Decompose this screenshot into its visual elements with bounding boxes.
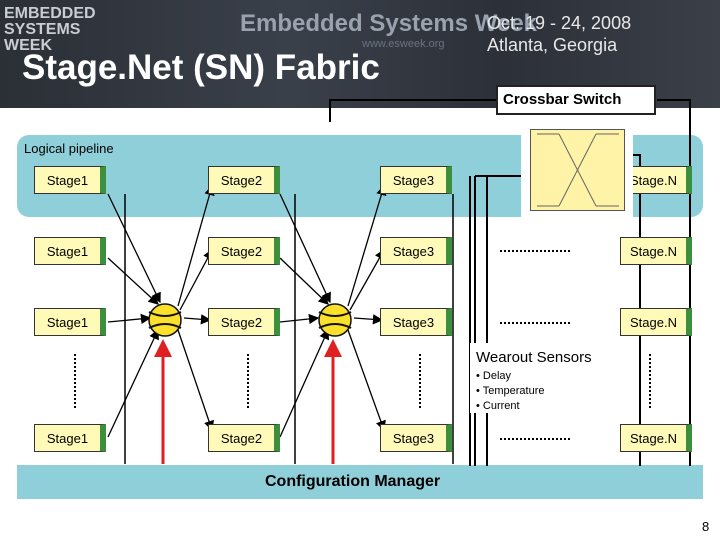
crossbar-link bbox=[329, 99, 497, 122]
link-line bbox=[279, 313, 320, 325]
page-number: 8 bbox=[702, 519, 710, 534]
crossbar-icon bbox=[537, 133, 619, 207]
stage-box: Stage2 bbox=[208, 166, 280, 194]
sensor-item: • Temperature bbox=[476, 385, 545, 397]
stage-box: Stage3 bbox=[380, 424, 452, 452]
sensor-item-label: Current bbox=[482, 400, 520, 412]
crossbar-links bbox=[329, 99, 691, 466]
logo-line: WEEK bbox=[4, 37, 52, 54]
monitor-links bbox=[124, 194, 454, 464]
link-line bbox=[347, 329, 386, 432]
stage-box: Stage.N bbox=[620, 237, 692, 265]
sensor-item: • Current bbox=[476, 400, 520, 412]
logical-pipeline-label: Logical pipeline bbox=[24, 141, 114, 156]
link-line bbox=[177, 184, 215, 307]
logo-line: SYSTEMS bbox=[4, 21, 81, 38]
crossbar-label: Crossbar Switch bbox=[503, 91, 622, 108]
link-line bbox=[279, 257, 329, 305]
wearout-sensors-box bbox=[470, 343, 612, 413]
link-line bbox=[107, 193, 161, 304]
crossbar-label-box bbox=[496, 85, 656, 115]
banner-location-line: Atlanta, Georgia bbox=[487, 35, 618, 55]
link-line bbox=[177, 329, 214, 432]
crossbar-link bbox=[630, 154, 641, 466]
stage-box: Stage1 bbox=[34, 237, 106, 265]
link-line bbox=[279, 328, 330, 438]
logo-line: EMBEDDED bbox=[4, 5, 96, 22]
banner-date: Oct. 19 - 24, 2008 Atlanta, Georgia bbox=[487, 12, 631, 56]
slide-title: Stage.Net (SN) Fabric bbox=[22, 48, 380, 87]
switch-icon bbox=[148, 303, 182, 337]
stage-box: Stage3 bbox=[380, 237, 452, 265]
link-line bbox=[107, 313, 152, 325]
link-line bbox=[107, 257, 159, 305]
configuration-arrows bbox=[154, 339, 342, 464]
link-line bbox=[107, 328, 159, 438]
banner-date-line: Oct. 19 - 24, 2008 bbox=[487, 13, 632, 33]
crossbar-switch bbox=[530, 129, 625, 211]
stage-box: Stage2 bbox=[208, 308, 280, 336]
configuration-manager-band bbox=[17, 465, 703, 499]
stage-box: Stage1 bbox=[34, 308, 106, 336]
stage-box: Stage2 bbox=[208, 237, 280, 265]
link-line bbox=[179, 248, 213, 311]
link-line bbox=[347, 184, 387, 307]
sensor-item-label: Delay bbox=[482, 370, 512, 382]
link-line bbox=[183, 314, 212, 325]
stage-box: Stage1 bbox=[34, 424, 106, 452]
stage-box: Stage3 bbox=[380, 308, 452, 336]
banner-text: Embedded Systems Week bbox=[240, 10, 538, 37]
sensor-item-label: Temperature bbox=[482, 385, 545, 397]
ellipsis-marks bbox=[74, 250, 651, 440]
link-line bbox=[353, 314, 384, 325]
configuration-manager-label: Configuration Manager bbox=[265, 473, 441, 490]
banner-url: www.esweek.org bbox=[362, 38, 445, 50]
switch-links bbox=[107, 184, 387, 438]
stage-box: Stage.N bbox=[620, 308, 692, 336]
link-line bbox=[279, 193, 331, 304]
switch-node-1 bbox=[148, 303, 182, 337]
switch-icon bbox=[318, 303, 352, 337]
link-line bbox=[349, 248, 385, 311]
sensor-item: • Delay bbox=[476, 370, 512, 382]
stage-box: Stage2 bbox=[208, 424, 280, 452]
conference-logo: EMBEDDED SYSTEMS WEEK bbox=[4, 6, 106, 60]
stage-box: Stage.N bbox=[620, 424, 692, 452]
switch-node-2 bbox=[318, 303, 352, 337]
stage-box: Stage1 bbox=[34, 166, 106, 194]
crossbar-link bbox=[657, 99, 691, 466]
wearout-sensors-title: Wearout Sensors bbox=[476, 349, 592, 366]
stage-box: Stage3 bbox=[380, 166, 452, 194]
